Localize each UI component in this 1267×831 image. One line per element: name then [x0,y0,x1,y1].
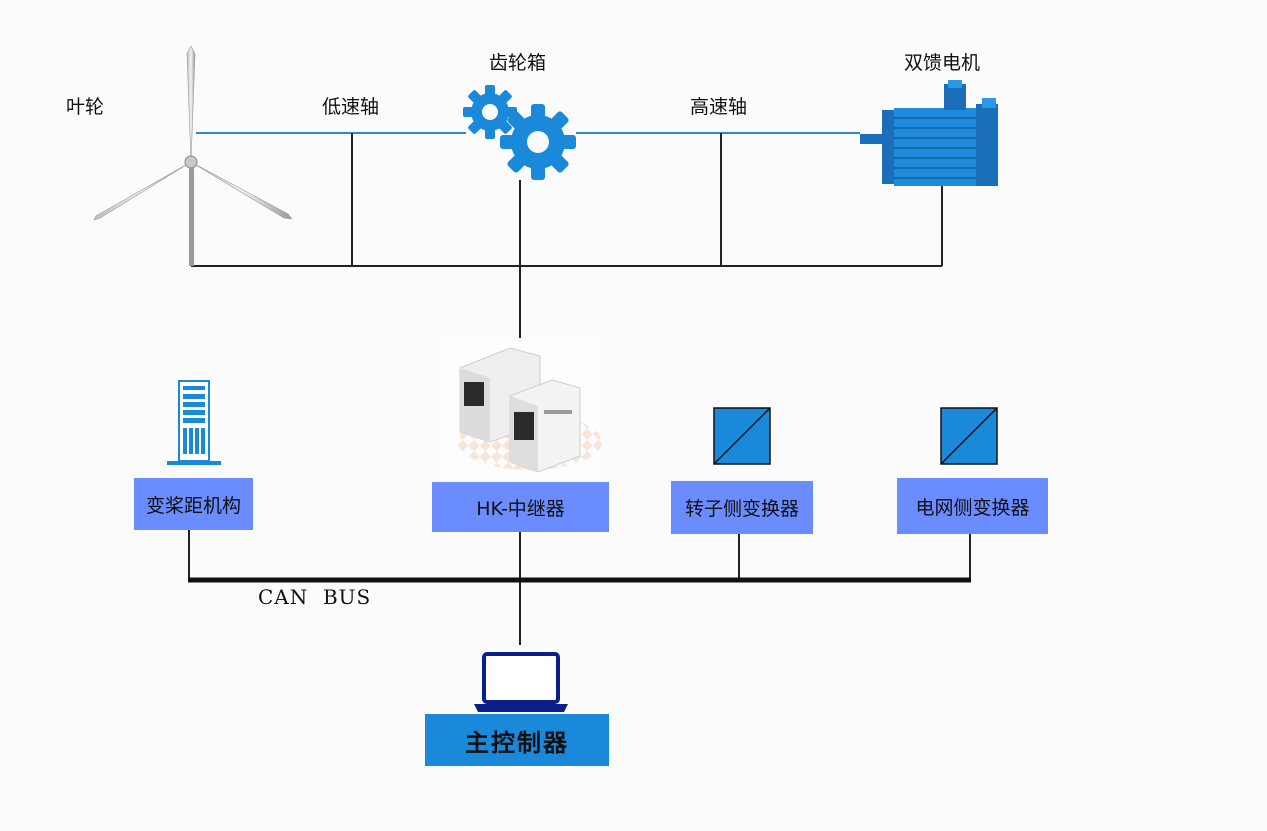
grid-side-converter-box: 电网侧变换器 [897,478,1048,534]
converter-icon [713,407,771,465]
rotor-side-converter-box: 转子侧变换器 [671,481,813,534]
din-rail-module-icon [440,338,602,480]
converter-icon [940,407,998,465]
laptop-icon [474,652,568,712]
main-controller-box: 主控制器 [425,714,609,766]
can-bus-label: CAN BUS [258,585,372,609]
impeller-label: 叶轮 [66,96,105,118]
gearbox-label: 齿轮箱 [489,52,547,74]
high-speed-shaft-label: 高速轴 [690,96,748,118]
dfig-label: 双馈电机 [904,52,981,74]
server-cabinet-icon [167,380,221,465]
pitch-mechanism-box: 变桨距机构 [134,478,253,530]
low-speed-shaft-label: 低速轴 [322,96,380,118]
motor-icon [860,80,998,186]
hk-repeater-box: HK-中继器 [432,482,609,532]
wind-turbine-icon [93,45,293,266]
gear-icon [463,85,576,180]
